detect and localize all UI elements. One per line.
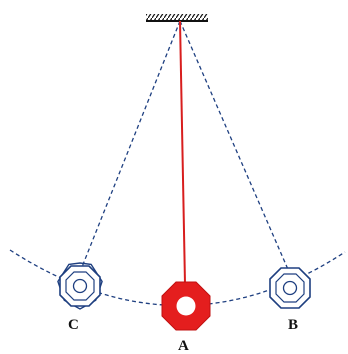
string-to-right-position — [180, 21, 290, 274]
string-to-center-position — [180, 21, 185, 284]
label-c: C — [68, 317, 79, 333]
string-to-left-position — [80, 21, 180, 272]
label-a: A — [178, 338, 189, 354]
bob-right — [270, 268, 310, 308]
bob-center — [162, 282, 210, 330]
label-b: B — [288, 317, 298, 333]
bob-left — [58, 263, 102, 309]
ceiling-support — [146, 14, 208, 21]
